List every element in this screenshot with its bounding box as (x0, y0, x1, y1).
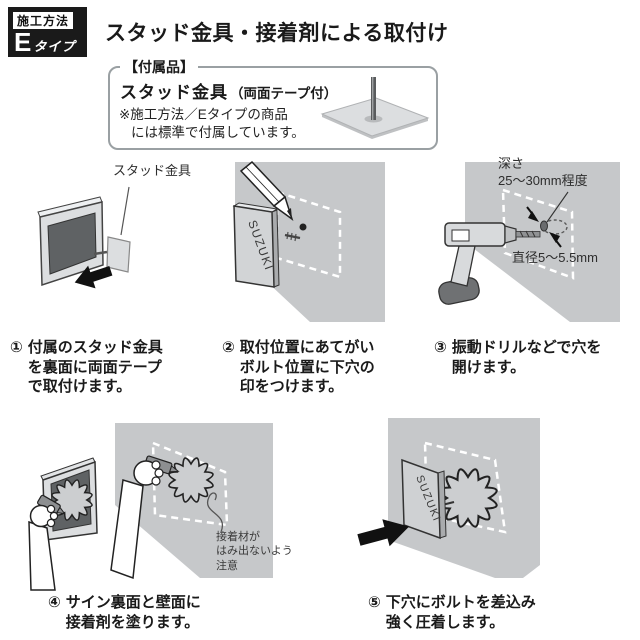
step2-number: ② (222, 339, 235, 356)
accessory-item: スタッド金具 （両面テープ付） (120, 78, 337, 103)
step4-illustration (28, 423, 273, 591)
press-arrow-icon (357, 519, 410, 547)
mounting-position-dashed-outline (151, 441, 229, 527)
accessory-remark-line1: ※施工方法／Eタイプの商品 (119, 107, 288, 122)
step2-text: 取付位置にあてがい ボルト位置に下穴の 印をつけます。 (239, 339, 375, 395)
mounting-position-dashed-outline (423, 441, 507, 534)
badge-method-label: 施工方法 (12, 11, 74, 30)
step1-number: ① (10, 339, 23, 356)
step1-caption: ① 付属のスタッド金具 を裏面に両面テープ で取付けます。 (10, 338, 163, 397)
method-type-badge: 施工方法 E タイプ (8, 7, 87, 57)
accessory-box-label: 【付属品】 (120, 57, 198, 77)
sign-panel: SUZUKI (401, 458, 447, 540)
depth-leader-line (546, 191, 569, 223)
badge-type: E タイプ (14, 29, 75, 55)
adhesive-note: 接着材が はみ出ないよう 注意 (216, 531, 293, 572)
badge-type-letter: E (14, 27, 32, 57)
step2-caption: ② 取付位置にあてがい ボルト位置に下穴の 印をつけます。 (222, 338, 375, 397)
step3-caption: ③ 振動ドリルなどで穴を 開けます。 (434, 338, 601, 377)
hand-applying-adhesive-wall (110, 455, 180, 580)
badge-type-suffix: タイプ (33, 39, 76, 54)
stud-rod-highlight (372, 77, 374, 120)
step4-caption: ④ サイン裏面と壁面に 接着剤を塗ります。 (48, 593, 201, 632)
diameter-arrow-bottom (549, 232, 562, 248)
step5-illustration: SUZUKI (357, 418, 540, 578)
depth-label: 深さ 25〜30mm程度 (498, 156, 588, 188)
bolt-stud (284, 231, 301, 242)
step1-text: 付属のスタッド金具 を裏面に両面テープ で取付けます。 (27, 339, 163, 395)
step1-illustration (37, 186, 131, 289)
stud-label-leader-line (120, 186, 130, 236)
step4-number: ④ (48, 594, 61, 611)
step3-number: ③ (434, 339, 447, 356)
hand-applying-adhesive-sign (28, 494, 66, 591)
stud-fitting-small (93, 236, 131, 273)
accessory-box: 【付属品】 スタッド金具 （両面テープ付） ※施工方法／Eタイプの商品 には標準… (108, 57, 438, 150)
step4-text: サイン裏面と壁面に 接着剤を塗ります。 (65, 594, 201, 631)
drilled-hole (540, 220, 548, 232)
stud-rod (371, 77, 376, 120)
diameter-label: 直径5〜5.5mm (512, 250, 598, 265)
pilot-hole-mark (299, 223, 307, 231)
stud-plate-edge (322, 114, 428, 139)
sign-panel-back (37, 196, 104, 287)
step5-caption: ⑤ 下穴にボルトを差込み 強く圧着します。 (368, 593, 536, 632)
sign-panel: SUZUKI (232, 202, 280, 288)
step5-number: ⑤ (368, 594, 381, 611)
step5-text: 下穴にボルトを差込み 強く圧着します。 (385, 594, 536, 631)
adhesive-splat-wall (168, 457, 214, 503)
page-title: スタッド金具・接着剤による取付け (105, 22, 449, 45)
stud-fitting-image (320, 77, 430, 139)
hammer-drill-icon (438, 222, 541, 305)
accessory-item-name: スタッド金具 (120, 83, 228, 102)
diameter-arrow-top (526, 206, 539, 222)
accessory-item-note: （両面テープ付） (230, 86, 338, 101)
step3-text: 振動ドリルなどで穴を 開けます。 (451, 339, 602, 376)
adhesive-splat-squeezed (438, 468, 498, 528)
step2-illustration: SUZUKI (232, 160, 385, 322)
accessory-remark-line2: には標準で付属しています。 (131, 125, 305, 140)
sign-back-surface (47, 212, 97, 275)
pencil-icon (239, 160, 294, 221)
wall (465, 162, 620, 322)
adhesive-note-leader-line (206, 492, 224, 533)
adhesive-splat-sign (51, 479, 93, 521)
step3-illustration (438, 162, 620, 322)
stud-fitting-label: スタッド金具 (113, 163, 192, 178)
attach-arrow-icon (74, 265, 113, 289)
